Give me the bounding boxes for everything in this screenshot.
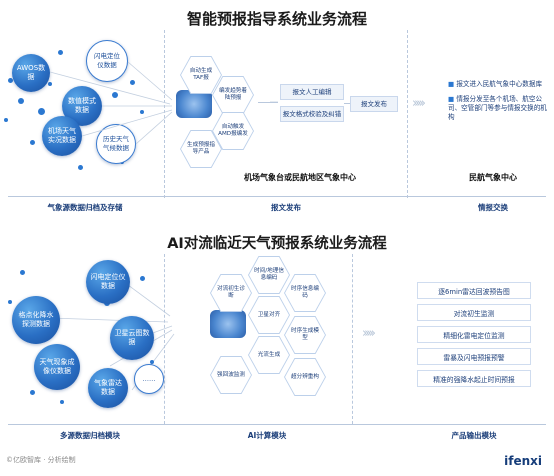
hex-time-geo-encode: 时间/地理信息编码 (249, 257, 289, 293)
info-item-1: 报文进入民航气象中心数据库 (456, 80, 543, 88)
hex-amd: 自动触发AMD报编发 (213, 113, 253, 149)
top-info-list: ■ 报文进入民航气象中心数据库 ■ 情报分发至各个机场、航空公司、空管部门等参与… (448, 80, 547, 121)
hex-strong-echo: 强回波监测 (211, 357, 251, 393)
top-chevrons: ››››› (412, 96, 426, 111)
section-product-output: 产品输出模块 (451, 431, 497, 440)
output-convection-monitor: 对流初生监测 (417, 304, 531, 321)
bottom-divider-1 (164, 254, 165, 424)
section-exchange: 情报交换 (478, 203, 508, 212)
hex-convection-init: 对流初生诊断 (211, 275, 251, 311)
box-manual-edit: 报文人工编辑 (280, 84, 344, 100)
section-ai-compute: AI计算模块 (247, 431, 287, 440)
source-lightning-2: 闪电定位仪数据 (86, 260, 130, 304)
source-radar: 气象雷达数据 (88, 368, 128, 408)
footer-source: ©亿欧智库 · 分析绘制 (6, 456, 76, 464)
top-satellite-icon (176, 90, 212, 118)
bottom-chevrons: ››››› (362, 326, 376, 341)
output-precip-timing: 精准的强降水起止时间预报 (417, 370, 531, 387)
hex-seq-encode: 时序信息编码 (285, 275, 325, 311)
hex-trend-landing: 编发趋势着陆预报 (213, 77, 253, 113)
source-airport-obs: 机场天气实况数据 (42, 116, 82, 156)
section-multisource: 多源数据归档模块 (60, 431, 120, 440)
box-format-check: 报文格式校验及纠错 (280, 106, 344, 122)
hex-super-resolution: 超分辨重构 (285, 359, 325, 395)
source-satellite-cloud: 卫星云图数据 (110, 316, 154, 360)
section-archive: 气象源数据归档及存储 (47, 203, 123, 212)
top-title: 智能预报指导系统业务流程 (186, 10, 367, 28)
bottom-divider-2 (352, 254, 353, 424)
hex-optical-flow: 光流生成 (249, 337, 289, 373)
info-item-2: 情报分发至各个机场、航空公司、空管部门等参与情报交换的机构 (448, 95, 547, 121)
box-publish: 报文发布 (350, 96, 398, 112)
top-divider-2 (407, 30, 408, 198)
bottom-satellite-icon (210, 310, 246, 338)
source-more: …… (134, 364, 164, 394)
output-lightning-locate: 精细化雷电定位监测 (417, 326, 531, 343)
section-publish: 报文发布 (271, 203, 301, 212)
top-divider-1 (164, 30, 165, 198)
label-national-center: 民航气象中心 (469, 173, 517, 182)
ifenxi-logo: ifenxi (504, 454, 542, 468)
output-thunder-warning: 雷暴及闪电预报预警 (417, 348, 531, 365)
hex-satellite-align: 卫星对齐 (249, 297, 289, 333)
hex-guidance-product: 生成预报指导产品 (181, 131, 221, 167)
source-lightning: 闪电定位仪数据 (86, 40, 128, 82)
label-airport-center: 机场气象台或民航地区气象中心 (244, 173, 356, 182)
source-gridded-precip: 格点化降水探测数据 (12, 296, 60, 344)
source-awos: AWOS数据 (12, 54, 50, 92)
source-history: 历史天气气候数据 (96, 124, 136, 164)
bottom-title: AI对流临近天气预报系统业务流程 (167, 236, 387, 252)
hex-auto-taf: 自动生成TAF报 (181, 57, 221, 93)
source-imager: 天气现象成像仪数据 (34, 344, 80, 390)
hex-seq-generate: 时序生成模型 (285, 317, 325, 353)
output-radar-echo: 逐6min雷达回波预告图 (417, 282, 531, 299)
